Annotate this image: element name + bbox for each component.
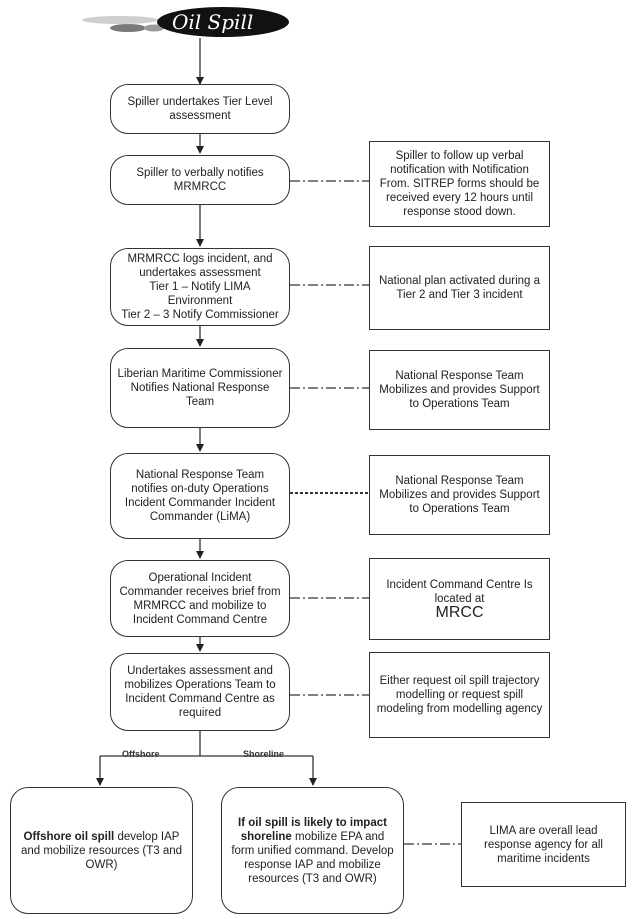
step-mrmrcc-logs: MRMRCC logs incident, and undertakes ass… <box>110 248 290 326</box>
branch-label-offshore: Offshore <box>122 749 160 759</box>
outcome-bold: Offshore oil spill <box>23 830 115 843</box>
step-text: Liberian Maritime Commissioner Notifies … <box>117 368 283 408</box>
step-text: Operational Incident Commander receives … <box>119 571 281 626</box>
step-text: Spiller undertakes Tier Level assessment <box>127 96 273 122</box>
outcome-shoreline: If oil spill is likely to impact shoreli… <box>221 787 404 914</box>
note-national-plan: National plan activated during a Tier 2 … <box>369 246 550 330</box>
outcome-rest: mobilize EPA and form unified command. D… <box>231 830 394 885</box>
note-sitrep: Spiller to follow up verbal notification… <box>369 141 550 227</box>
step-assessment-mobilize: Undertakes assessment and mobilizes Oper… <box>110 653 290 731</box>
note-text: Incident Command Centre Is located at <box>386 579 533 605</box>
note-text: National Response Team Mobilizes and pro… <box>379 475 540 515</box>
note-nrt-support-1: National Response Team Mobilizes and pro… <box>369 350 550 430</box>
note-text: LIMA are overall lead response agency fo… <box>484 824 603 865</box>
outcome-rest: develop IAP and mobilize resources (T3 a… <box>20 830 183 871</box>
note-text: Spiller to follow up verbal notification… <box>379 150 540 218</box>
note-lima-lead: LIMA are overall lead response agency fo… <box>461 802 626 887</box>
note-text: National Response Team Mobilizes and pro… <box>379 370 540 410</box>
step-nrt-notifies: National Response Team notifies on-duty … <box>110 453 290 539</box>
outcome-bold: If oil spill is likely to impact shoreli… <box>238 816 387 843</box>
logo-title: Oil Spill <box>172 10 254 34</box>
step-line: Environment <box>167 295 233 307</box>
step-oic-brief: Operational Incident Commander receives … <box>110 560 290 637</box>
outcome-text: Offshore oil spill develop IAP and mobil… <box>17 830 186 872</box>
step-line: MRMRCC logs incident, and undertakes ass… <box>127 253 273 279</box>
outcome-text: If oil spill is likely to impact shoreli… <box>228 816 397 886</box>
step-line: Tier 1 – Notify LIMA <box>149 281 251 293</box>
step-text: Spiller to verbally notifies MRMRCC <box>136 167 264 193</box>
step-commissioner-notifies: Liberian Maritime Commissioner Notifies … <box>110 348 290 428</box>
step-text: Undertakes assessment and mobilizes Oper… <box>124 665 276 719</box>
oil-spill-logo <box>82 7 289 37</box>
note-nrt-support-2: National Response Team Mobilizes and pro… <box>369 455 550 535</box>
branch-label-shoreline: Shoreline <box>243 749 285 759</box>
note-text: Either request oil spill trajectory mode… <box>376 675 543 715</box>
note-command-centre: Incident Command Centre Is located at MR… <box>369 558 550 640</box>
step-text: National Response Team notifies on-duty … <box>124 469 276 523</box>
outcome-offshore: Offshore oil spill develop IAP and mobil… <box>10 787 193 914</box>
step-line: Tier 2 – 3 Notify Commissioner <box>121 309 279 321</box>
note-trajectory-modelling: Either request oil spill trajectory mode… <box>369 652 550 738</box>
step-verbal-notify: Spiller to verbally notifies MRMRCC <box>110 155 290 205</box>
note-text: National plan activated during a Tier 2 … <box>378 275 541 301</box>
note-emphasis: MRCC <box>435 604 484 621</box>
step-tier-assessment: Spiller undertakes Tier Level assessment <box>110 84 290 134</box>
